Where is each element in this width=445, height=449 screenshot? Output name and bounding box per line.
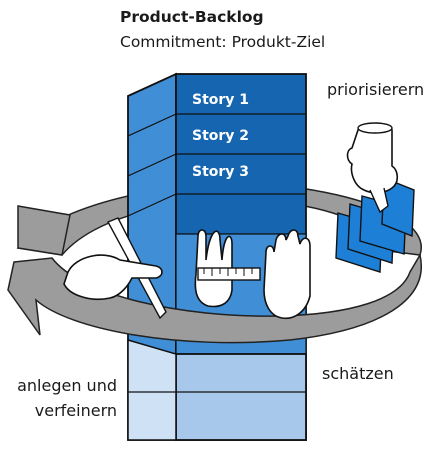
story-2: Story 2 — [192, 128, 249, 144]
label-prioritize: priorisierern — [327, 80, 425, 99]
story-3: Story 3 — [192, 164, 249, 180]
hand-pen-icon — [63, 217, 167, 320]
label-estimate: schätzen — [322, 364, 394, 383]
story-1: Story 1 — [192, 92, 249, 108]
diagram-subtitle: Commitment: Produkt-Ziel — [120, 33, 326, 51]
cards-icon — [335, 176, 415, 273]
diagram-title: Product-Backlog — [120, 8, 264, 26]
label-create-line1: anlegen und — [17, 376, 117, 395]
hand-ruler-icon — [194, 229, 261, 308]
hand-pointing-icon — [346, 122, 399, 214]
circular-arrow-front — [7, 252, 422, 344]
label-create-line2: verfeinern — [34, 401, 117, 420]
hand-open-icon — [263, 229, 311, 320]
